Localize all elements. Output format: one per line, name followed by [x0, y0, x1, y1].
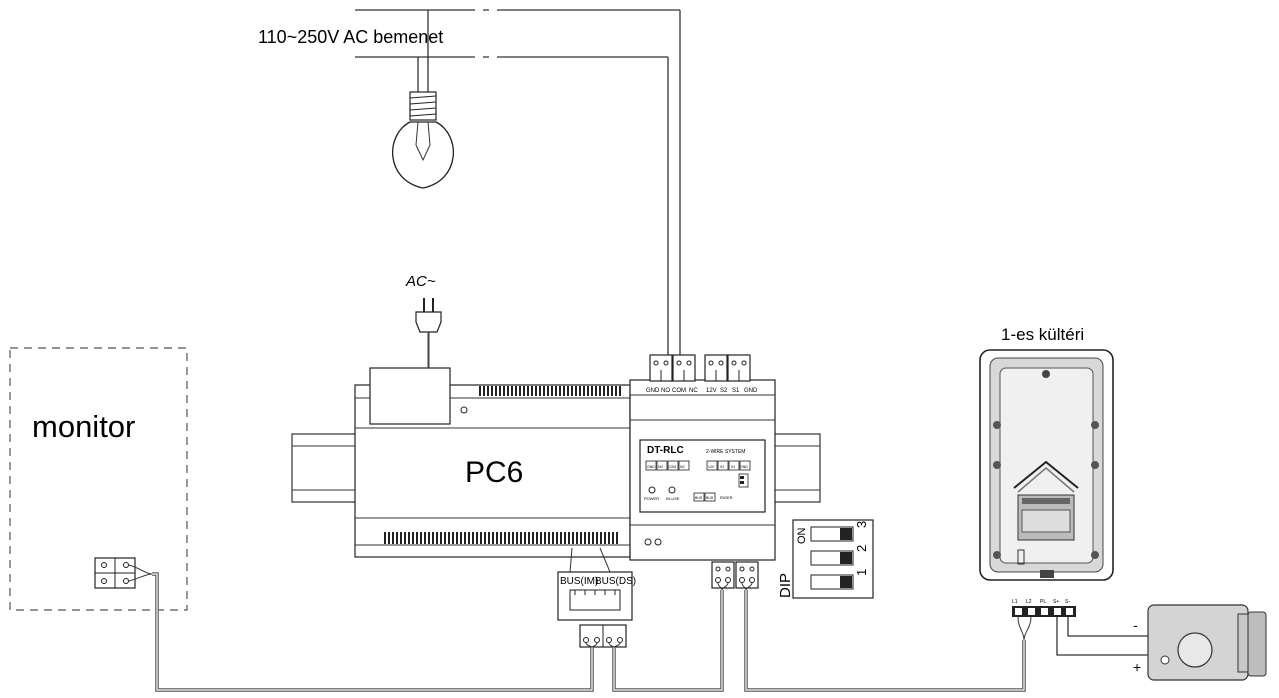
face-bus-0: BUS	[695, 496, 703, 500]
outdoor-station-label: 1-es kültéri	[1001, 325, 1084, 344]
face-term-1: NO	[658, 465, 664, 469]
pc6-power-supply	[354, 367, 631, 558]
face-term-0: GND	[647, 465, 655, 469]
ringer-label: RIGER	[720, 495, 733, 500]
face-term-2: COM	[668, 465, 676, 469]
in-use-led-icon	[668, 486, 676, 494]
relay-face-terminals	[645, 460, 751, 471]
monitor-outline	[9, 347, 188, 611]
relay-name: DT-RLC	[647, 445, 684, 456]
indicator-power: POWER	[644, 496, 659, 501]
dip-label-1: 1	[854, 569, 869, 576]
face-term-7: GND	[740, 465, 748, 469]
dip-label: DIP	[777, 573, 794, 598]
lock-wires	[1056, 617, 1148, 656]
bus-ds-label: BUS(DS)	[595, 576, 636, 587]
dip-label-2: 2	[854, 545, 869, 552]
lock-minus-label: -	[1133, 617, 1138, 633]
bus-connector-box	[557, 547, 633, 621]
outdoor-term-s-plus: S+	[1053, 599, 1059, 605]
face-term-5: S2	[720, 465, 724, 469]
ac-input-label: 110~250V AC bemenet	[258, 27, 443, 47]
top-term-1: NO	[661, 388, 670, 394]
bus-cables	[152, 572, 1032, 692]
plug-icon	[415, 298, 442, 368]
vent-bottom	[384, 532, 618, 544]
outdoor-term-s-minus: S-	[1065, 599, 1070, 605]
top-term-7: GND	[744, 388, 758, 394]
outdoor-term-l2: L2	[1026, 599, 1032, 605]
monitor-label: monitor	[32, 409, 135, 444]
power-led-icon	[648, 486, 656, 494]
outdoor-station	[979, 349, 1114, 581]
outdoor-terminal-block	[1012, 606, 1076, 617]
relay-subtitle: 2-WIRE SYSTEM	[706, 449, 745, 455]
top-term-3: NC	[689, 388, 698, 394]
top-term-4: 12V	[706, 388, 717, 394]
face-term-4: 12V	[708, 465, 715, 469]
face-dip-icon	[738, 473, 749, 488]
lock-plus-label: +	[1133, 659, 1141, 675]
relay-bottom-terminals	[711, 561, 759, 589]
outdoor-term-l1: L1	[1012, 599, 1018, 605]
dip-label-3: 3	[854, 521, 869, 528]
ac-plug-label: AC~	[405, 273, 436, 290]
bus-terminal-block	[579, 624, 627, 648]
bus-im-label: BUS(IM)	[560, 576, 598, 587]
dip-on-label: ON	[796, 527, 808, 544]
psu-label: PC6	[465, 456, 523, 489]
face-term-3: NC	[680, 465, 686, 469]
top-term-5: S2	[720, 388, 728, 394]
outdoor-term-pl: PL	[1040, 599, 1046, 605]
top-term-6: S1	[732, 388, 740, 394]
electric-lock-icon	[1147, 604, 1267, 681]
indicator-in-use: IN-USE	[666, 496, 680, 501]
relay-top-terminals	[649, 354, 751, 382]
face-bus-1: BUS	[706, 496, 714, 500]
top-term-2: COM	[672, 388, 686, 394]
ac-input-wiring	[355, 9, 681, 360]
face-term-6: S1	[731, 465, 735, 469]
monitor-terminal	[94, 557, 153, 589]
vent-top	[479, 386, 621, 396]
dip-switch-block	[792, 519, 874, 599]
light-bulb-icon	[391, 91, 455, 189]
top-term-0: GND	[646, 388, 660, 394]
